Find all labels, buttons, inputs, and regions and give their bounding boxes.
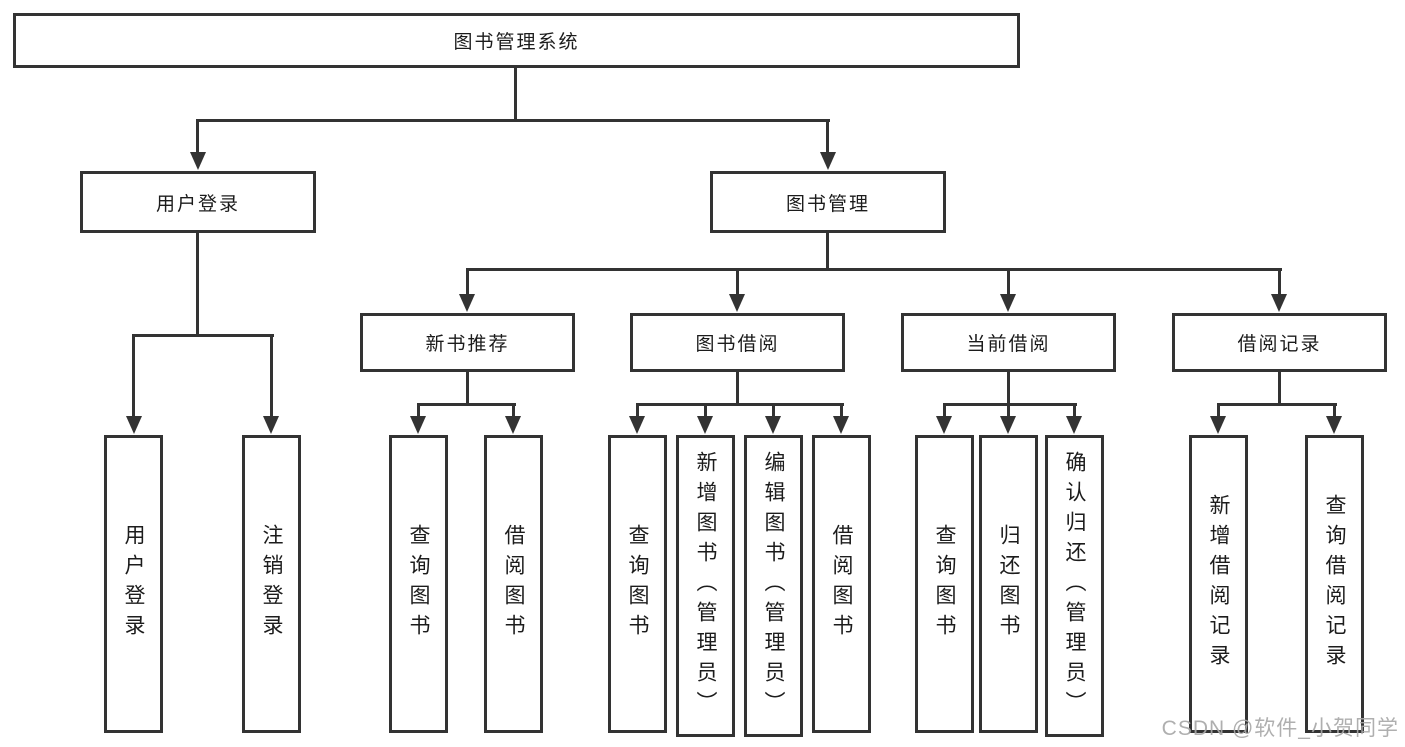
node-leaf-current-return-book: 归还图书 [979,435,1038,733]
node-root: 图书管理系统 [13,13,1020,68]
arrow-down-icon [459,294,475,312]
node-leaf-newrec-borrow-book: 借阅图书 [484,435,543,733]
connector-line [196,231,199,337]
connector-line [196,119,199,153]
node-leaf-current-confirm-return-admin: 确认归还（管理员） [1045,435,1104,737]
connector-line [704,403,707,417]
connector-line [270,334,273,416]
arrow-down-icon [190,152,206,170]
arrow-down-icon [729,294,745,312]
arrow-down-icon [1326,416,1342,434]
node-leaf-current-query-book: 查询图书 [915,435,974,733]
arrow-down-icon [820,152,836,170]
connector-line [466,268,469,295]
connector-line [636,403,639,417]
node-book-mgmt-label: 图书管理 [785,193,870,215]
arrow-down-icon [1210,416,1226,434]
leaf-label: 归还图书 [997,524,1020,644]
leaf-label: 借阅图书 [502,524,525,644]
connector-line [1073,403,1076,417]
node-leaf-borrow-query-book: 查询图书 [608,435,667,733]
connector-line [1278,370,1281,406]
node-book-borrow: 图书借阅 [630,313,845,372]
connector-line [132,334,135,416]
arrow-down-icon [833,416,849,434]
node-borrow-record-label: 借阅记录 [1237,334,1322,355]
connector-line [736,370,739,406]
node-leaf-borrow-borrow-book: 借阅图书 [812,435,871,733]
connector-line [1007,268,1010,295]
connector-line [943,403,946,417]
connector-line [466,370,469,406]
leaf-label: 查询图书 [933,524,956,644]
connector-line [943,403,1077,406]
node-leaf-logout: 注销登录 [242,435,301,733]
connector-line [636,403,844,406]
connector-line [417,403,420,417]
connector-line [132,334,274,337]
node-user-login: 用户登录 [80,171,316,233]
connector-line [1007,370,1010,406]
node-current-borrow: 当前借阅 [901,313,1116,372]
leaf-label: 用户登录 [122,524,145,644]
node-root-label: 图书管理系统 [453,32,580,53]
node-leaf-borrow-add-book-admin: 新增图书（管理员） [676,435,735,737]
arrow-down-icon [1000,294,1016,312]
arrow-down-icon [1000,416,1016,434]
leaf-label: 查询图书 [407,524,430,644]
leaf-label: 借阅图书 [830,524,853,644]
arrow-down-icon [765,416,781,434]
node-user-login-label: 用户登录 [155,193,240,215]
connector-line [736,268,739,295]
arrow-down-icon [410,416,426,434]
leaf-label: 查询图书 [626,524,649,644]
leaf-label: 确认归还（管理员） [1063,451,1086,721]
connector-line [1278,268,1281,295]
connector-line [1217,403,1220,417]
leaf-label: 编辑图书（管理员） [762,451,785,721]
arrow-down-icon [629,416,645,434]
node-leaf-user-login: 用户登录 [104,435,163,733]
node-current-borrow-label: 当前借阅 [966,334,1051,355]
node-leaf-borrow-edit-book-admin: 编辑图书（管理员） [744,435,803,737]
connector-line [1007,403,1010,417]
connector-line [826,231,829,271]
connector-line [196,119,830,122]
node-leaf-record-query-record: 查询借阅记录 [1305,435,1364,733]
arrow-down-icon [126,416,142,434]
connector-line [466,268,1282,271]
leaf-label: 查询借阅记录 [1323,494,1346,674]
node-borrow-record: 借阅记录 [1172,313,1387,372]
node-leaf-record-add-record: 新增借阅记录 [1189,435,1248,733]
leaf-label: 新增借阅记录 [1207,494,1230,674]
connector-line [417,403,516,406]
connector-line [512,403,515,417]
arrow-down-icon [1271,294,1287,312]
node-book-borrow-label: 图书借阅 [695,334,780,355]
node-new-book-rec: 新书推荐 [360,313,575,372]
connector-line [1217,403,1337,406]
leaf-label: 新增图书（管理员） [694,451,717,721]
arrow-down-icon [697,416,713,434]
connector-line [772,403,775,417]
arrow-down-icon [505,416,521,434]
connector-line [514,66,517,121]
arrow-down-icon [1066,416,1082,434]
node-leaf-newrec-query-book: 查询图书 [389,435,448,733]
arrow-down-icon [936,416,952,434]
connector-line [1333,403,1336,417]
arrow-down-icon [263,416,279,434]
connector-line [826,119,829,153]
leaf-label: 注销登录 [260,524,283,644]
node-book-mgmt: 图书管理 [710,171,946,233]
connector-line [840,403,843,417]
node-new-book-rec-label: 新书推荐 [425,334,510,355]
